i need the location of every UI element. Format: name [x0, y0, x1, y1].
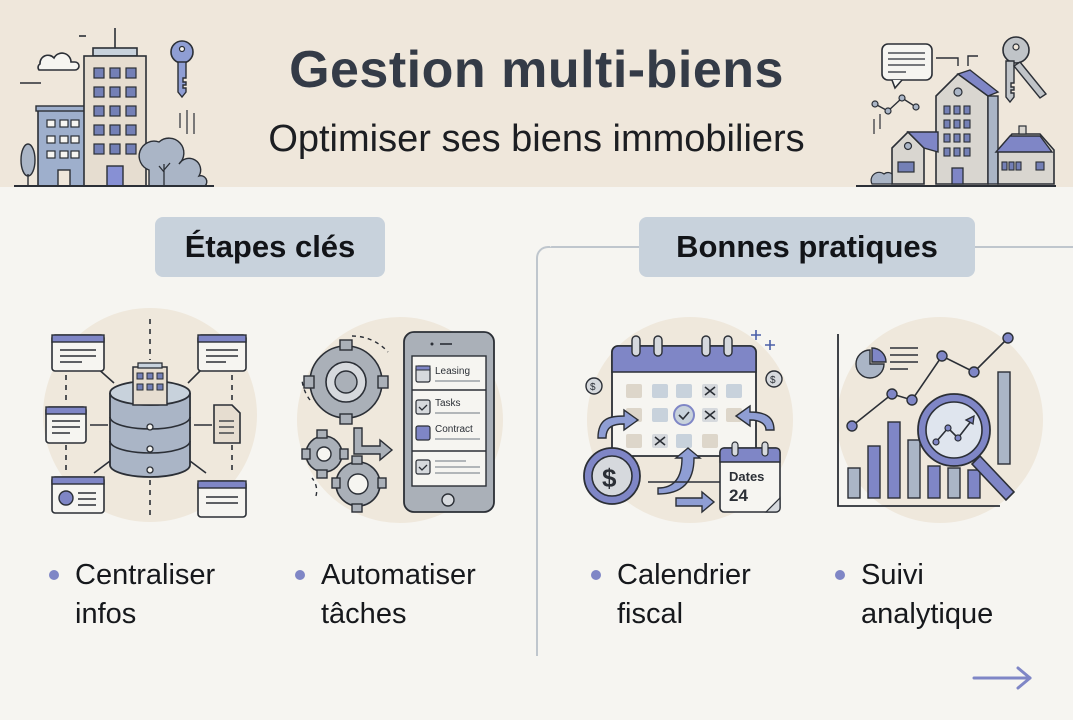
- arrow-right-icon[interactable]: [970, 664, 1036, 692]
- header-banner: Gestion multi-biens Optimiser ses biens …: [0, 0, 1073, 187]
- bullet-dot-icon: [295, 570, 305, 580]
- section-divider-top-right: [975, 246, 1073, 248]
- houses-key-chat-icon: [856, 36, 1056, 187]
- svg-text:$: $: [590, 382, 596, 393]
- city-buildings-key-icon: [14, 28, 214, 187]
- phone-row-leasing: Leasing: [435, 366, 470, 377]
- database-hub-icon: [30, 305, 270, 525]
- dates-badge-number: 24: [729, 486, 748, 505]
- phone-row-tasks: Tasks: [435, 398, 461, 409]
- svg-text:$: $: [602, 463, 617, 493]
- analytics-magnifier-icon: [820, 310, 1060, 530]
- list-item-suivi-analytique: Suivi analytique: [835, 556, 993, 634]
- bullet-dot-icon: [591, 570, 601, 580]
- section-divider-corner: [536, 246, 550, 260]
- calendar-dollar-icon: $ $ $ Dates 24: [570, 310, 810, 530]
- bullet-dot-icon: [49, 570, 59, 580]
- section-label-bonnes-pratiques: Bonnes pratiques: [639, 217, 975, 277]
- section-divider-top-left: [550, 246, 639, 248]
- gears-phone-icon: Leasing Tasks Contract: [280, 310, 520, 530]
- list-item-automatiser-taches: Automatiser tâches: [295, 556, 476, 634]
- section-divider-vertical: [536, 258, 538, 656]
- bullet-dot-icon: [835, 570, 845, 580]
- phone-row-contract: Contract: [435, 424, 473, 435]
- page-title: Gestion multi-biens: [289, 41, 784, 99]
- list-item-centraliser-infos: Centraliser infos: [49, 556, 215, 634]
- dates-badge-label: Dates: [729, 469, 764, 484]
- list-item-calendrier-fiscal: Calendrier fiscal: [591, 556, 751, 634]
- section-label-etapes-cles: Étapes clés: [155, 217, 385, 277]
- page-subtitle: Optimiser ses biens immobiliers: [268, 118, 805, 160]
- svg-text:$: $: [770, 375, 776, 386]
